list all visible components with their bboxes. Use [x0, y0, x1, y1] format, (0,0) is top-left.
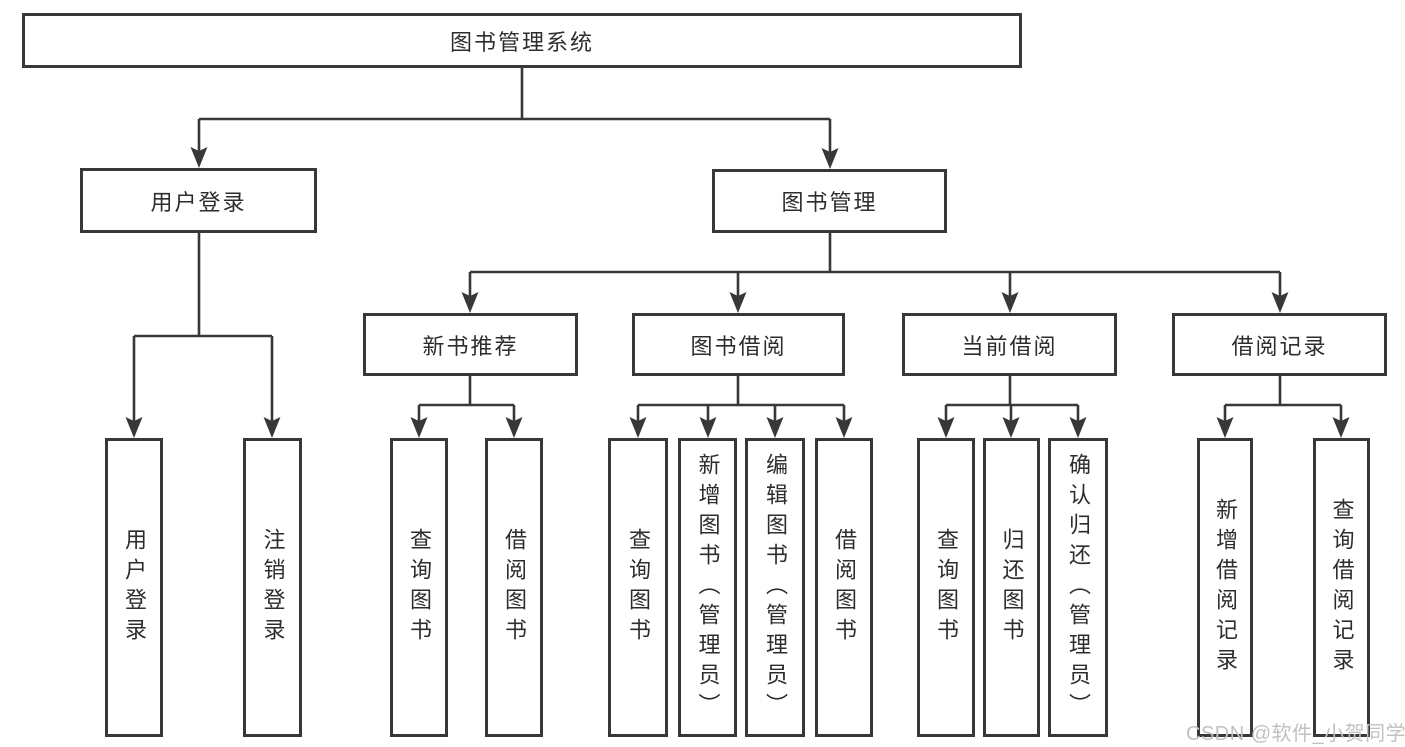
leaf-current-query-books-label: 查询图书: [934, 527, 959, 648]
leaf-records-add-record: 新增借阅记录: [1197, 438, 1253, 737]
leaf-current-query-books: 查询图书: [917, 438, 975, 737]
leaf-newbooks-query-books-label: 查询图书: [407, 527, 432, 648]
node-user-login: 用户登录: [80, 168, 317, 233]
leaf-newbooks-borrow-books-label: 借阅图书: [502, 527, 527, 648]
leaf-borrow-query-books: 查询图书: [608, 438, 668, 737]
node-root-system: 图书管理系统: [22, 13, 1022, 68]
leaf-records-query-record: 查询借阅记录: [1313, 438, 1370, 737]
leaf-borrow-edit-books-admin-label: 编辑图书（管理员）: [763, 452, 788, 723]
node-book-borrow: 图书借阅: [632, 313, 845, 376]
leaf-current-return-books: 归还图书: [983, 438, 1040, 737]
leaf-records-query-record-label: 查询借阅记录: [1329, 497, 1355, 678]
node-borrow-records: 借阅记录: [1172, 313, 1387, 376]
leaf-borrow-borrow-books-label: 借阅图书: [832, 527, 857, 648]
node-book-management: 图书管理: [712, 169, 947, 233]
leaf-current-confirm-return-admin: 确认归还（管理员）: [1048, 438, 1108, 737]
leaf-records-add-record-label: 新增借阅记录: [1213, 497, 1238, 678]
leaf-logout: 注销登录: [243, 438, 302, 737]
leaf-user-login-label: 用户登录: [122, 527, 147, 648]
leaf-current-return-books-label: 归还图书: [999, 527, 1025, 648]
node-new-book-recommend: 新书推荐: [363, 313, 578, 376]
leaf-newbooks-query-books: 查询图书: [390, 438, 448, 737]
leaf-borrow-edit-books-admin: 编辑图书（管理员）: [745, 438, 805, 737]
leaf-logout-label: 注销登录: [260, 527, 286, 648]
leaf-borrow-add-books-admin-label: 新增图书（管理员）: [695, 452, 721, 723]
leaf-current-confirm-return-admin-label: 确认归还（管理员）: [1066, 452, 1091, 723]
leaf-newbooks-borrow-books: 借阅图书: [485, 438, 543, 737]
csdn-watermark: CSDN @软件_小贺同学: [1186, 723, 1405, 745]
leaf-borrow-add-books-admin: 新增图书（管理员）: [678, 438, 737, 737]
branch-lines: [132, 68, 1343, 434]
leaf-user-login: 用户登录: [105, 438, 163, 737]
leaf-borrow-query-books-label: 查询图书: [626, 527, 651, 648]
leaf-borrow-borrow-books: 借阅图书: [815, 438, 873, 737]
node-current-borrow: 当前借阅: [902, 313, 1117, 376]
